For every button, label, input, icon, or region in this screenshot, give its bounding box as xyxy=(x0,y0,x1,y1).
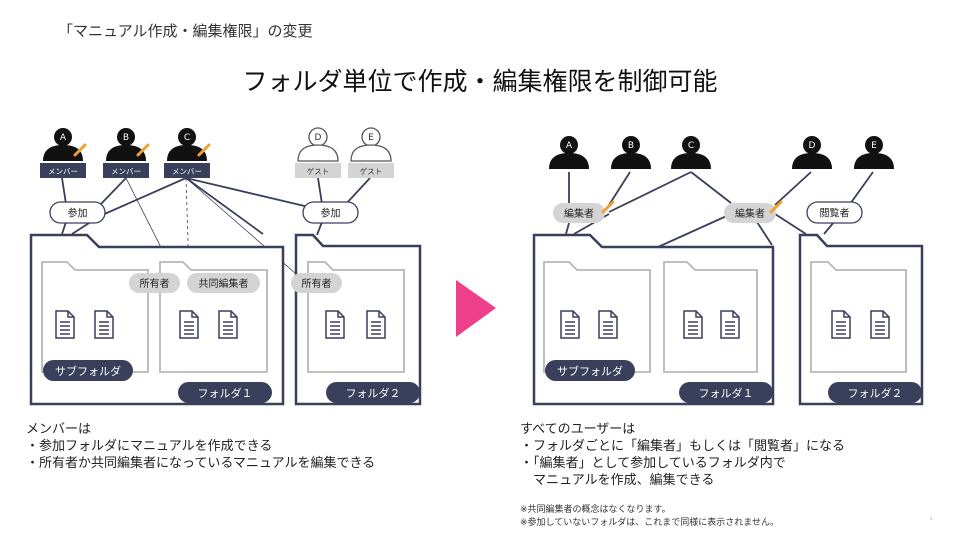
svg-text:E: E xyxy=(871,141,877,151)
subfolder-outline-right[interactable] xyxy=(543,261,651,373)
document-icon[interactable] xyxy=(218,310,238,339)
svg-text:編集者: 編集者 xyxy=(735,207,765,220)
svg-text:所有者: 所有者 xyxy=(140,277,170,290)
svg-text:D: D xyxy=(315,133,322,143)
right-user-b-avatar[interactable]: B xyxy=(611,136,651,169)
user-a-avatar[interactable]: A メンバー xyxy=(40,128,87,178)
svg-text:B: B xyxy=(123,133,129,143)
left-participate-pill-1: 参加 xyxy=(49,201,106,224)
user-b-avatar[interactable]: B メンバー xyxy=(103,128,150,178)
svg-text:ゲスト: ゲスト xyxy=(307,167,330,176)
right-user-d-avatar[interactable]: D xyxy=(792,136,832,169)
right-note-line: ・フォルダごとに「編集者」もしくは「閲覧者」になる xyxy=(520,439,846,454)
document-icon[interactable] xyxy=(94,310,114,339)
right-note-line: マニュアルを作成、編集できる xyxy=(520,473,715,488)
document-icon[interactable] xyxy=(870,310,890,339)
svg-text:フォルダ２: フォルダ２ xyxy=(848,386,903,400)
left-note-line: ・所有者か共同編集者になっているマニュアルを編集できる xyxy=(26,456,376,471)
svg-text:C: C xyxy=(688,141,694,151)
svg-text:所有者: 所有者 xyxy=(302,277,332,290)
svg-text:閲覧者: 閲覧者 xyxy=(820,208,850,220)
owner-pill: 所有者 xyxy=(129,273,180,293)
document-icon[interactable] xyxy=(598,310,618,339)
svg-text:E: E xyxy=(368,133,374,143)
svg-text:フォルダ１: フォルダ１ xyxy=(699,386,754,400)
user-e-avatar[interactable]: E ゲスト xyxy=(348,127,394,178)
document-icon[interactable] xyxy=(560,310,580,339)
left-note-line: メンバーは xyxy=(26,422,92,437)
right-note-line: ・「編集者」として参加しているフォルダ内で xyxy=(520,456,786,471)
svg-text:編集者: 編集者 xyxy=(564,207,594,220)
svg-text:フォルダ１: フォルダ１ xyxy=(198,386,253,400)
svg-text:D: D xyxy=(809,141,816,151)
page-title: フォルダ単位で作成・編集権限を制御可能 xyxy=(242,67,718,96)
left-participate-pill-2: 参加 xyxy=(302,201,359,224)
right-user-e-avatar[interactable]: E xyxy=(854,136,894,169)
svg-text:B: B xyxy=(628,141,634,151)
folder2-inner-outline-right xyxy=(810,261,907,373)
page-number: 2 xyxy=(930,516,933,521)
svg-text:参加: 参加 xyxy=(321,207,341,220)
document-icon[interactable] xyxy=(831,310,851,339)
right-connection-lines xyxy=(565,171,874,248)
editor-pill-2: 編集者 xyxy=(724,200,783,223)
folder2-label-right: フォルダ２ xyxy=(828,382,922,403)
editor-pill-1: 編集者 xyxy=(553,200,615,223)
document-icon[interactable] xyxy=(720,310,740,339)
folder1-label-right: フォルダ１ xyxy=(679,382,773,403)
folder2-label: フォルダ２ xyxy=(326,382,420,403)
svg-text:ゲスト: ゲスト xyxy=(360,167,383,176)
svg-text:A: A xyxy=(566,141,573,151)
page-header: 「マニュアル作成・編集権限」の変更 xyxy=(58,22,313,40)
right-note-line: すべてのユーザーは xyxy=(520,422,636,437)
svg-text:フォルダ２: フォルダ２ xyxy=(346,386,401,400)
footnote-line: ※共同編集者の概念はなくなります。 xyxy=(520,505,671,515)
right-notes: すべてのユーザーは ・フォルダごとに「編集者」もしくは「閲覧者」になる ・「編集… xyxy=(520,421,845,489)
svg-text:参加: 参加 xyxy=(68,207,88,220)
svg-text:C: C xyxy=(184,133,190,143)
subfolder-label-right: サブフォルダ xyxy=(545,360,635,381)
svg-text:A: A xyxy=(60,133,67,143)
folder1-label: フォルダ１ xyxy=(178,382,272,403)
right-user-c-avatar[interactable]: C xyxy=(671,136,711,169)
document-icon[interactable] xyxy=(325,310,345,339)
svg-text:共同編集者: 共同編集者 xyxy=(199,277,249,290)
footnotes: ※共同編集者の概念はなくなります。 ※参加していないフォルダは、これまで同様に表… xyxy=(520,504,779,530)
left-note-line: ・参加フォルダにマニュアルを作成できる xyxy=(26,439,273,454)
document-icon[interactable] xyxy=(683,310,703,339)
owner-pill-2: 所有者 xyxy=(291,273,342,293)
right-user-a-avatar[interactable]: A xyxy=(549,136,589,169)
footnote-line: ※参加していないフォルダは、これまで同様に表示されません。 xyxy=(520,518,780,528)
svg-text:メンバー: メンバー xyxy=(48,167,78,176)
svg-text:メンバー: メンバー xyxy=(172,167,202,176)
user-c-avatar[interactable]: C メンバー xyxy=(164,128,211,178)
svg-text:サブフォルダ: サブフォルダ xyxy=(557,364,623,378)
svg-text:サブフォルダ: サブフォルダ xyxy=(55,364,121,378)
document-icon[interactable] xyxy=(179,310,199,339)
document-icon[interactable] xyxy=(366,310,386,339)
inner-folder-outline-right[interactable] xyxy=(663,261,758,373)
coeditor-pill: 共同編集者 xyxy=(187,273,260,293)
subfolder-label: サブフォルダ xyxy=(43,360,133,381)
transition-arrow-icon xyxy=(456,280,496,337)
document-icon[interactable] xyxy=(55,310,75,339)
left-notes: メンバーは ・参加フォルダにマニュアルを作成できる ・所有者か共同編集者になって… xyxy=(26,421,375,472)
svg-text:メンバー: メンバー xyxy=(111,167,141,176)
user-d-avatar[interactable]: D ゲスト xyxy=(295,127,341,178)
viewer-pill: 閲覧者 xyxy=(806,201,863,224)
